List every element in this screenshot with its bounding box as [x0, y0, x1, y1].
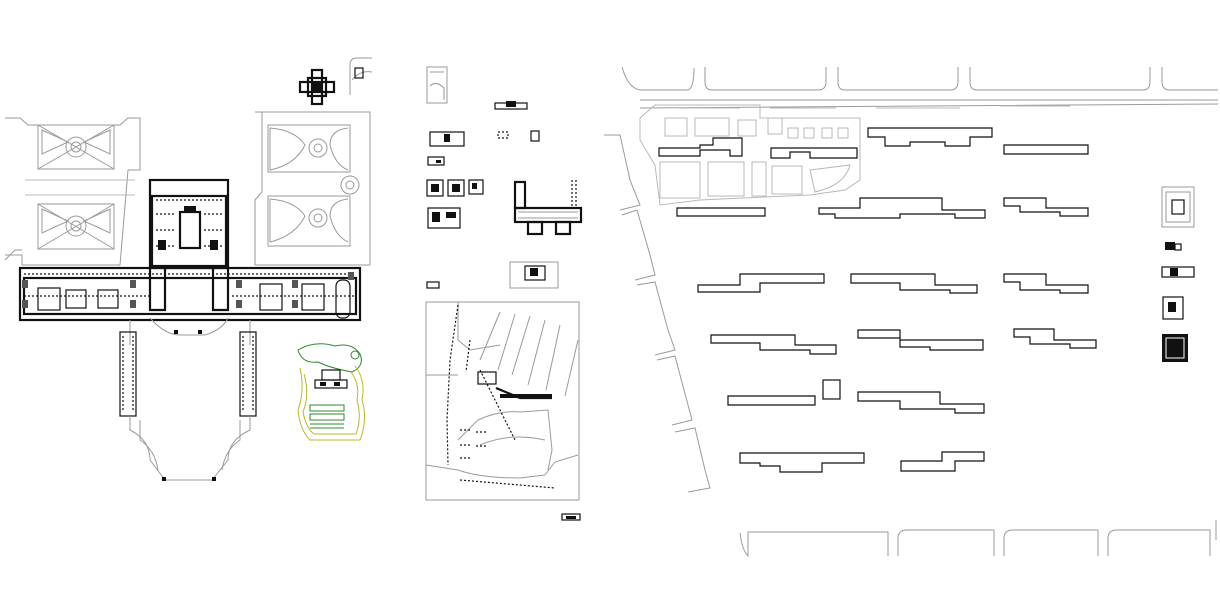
palace-plan [4, 57, 373, 481]
pavilion-icon [298, 68, 336, 106]
garden-outline [4, 111, 371, 266]
parterre-left-top [37, 124, 115, 170]
palace-central-block [148, 178, 230, 270]
detail-building-plan [513, 180, 583, 236]
campus-cluster [639, 104, 1070, 206]
parterre-right-top [267, 124, 351, 173]
building-footprints [658, 127, 1097, 473]
parterre-left-bottom [37, 203, 115, 250]
parcels-bottom [739, 520, 1217, 558]
palace-main-wing [18, 266, 362, 322]
forecourt [119, 268, 257, 481]
parcels-top [621, 66, 1219, 109]
detail-sheet [425, 66, 583, 521]
site-plan [604, 66, 1219, 558]
site-map-frame [425, 301, 580, 501]
parterre-right-bottom [267, 195, 351, 247]
margin-details [1161, 186, 1195, 362]
parcels-left [604, 134, 711, 493]
landscape-inset [297, 343, 366, 441]
detail-thumbnails [426, 179, 484, 229]
